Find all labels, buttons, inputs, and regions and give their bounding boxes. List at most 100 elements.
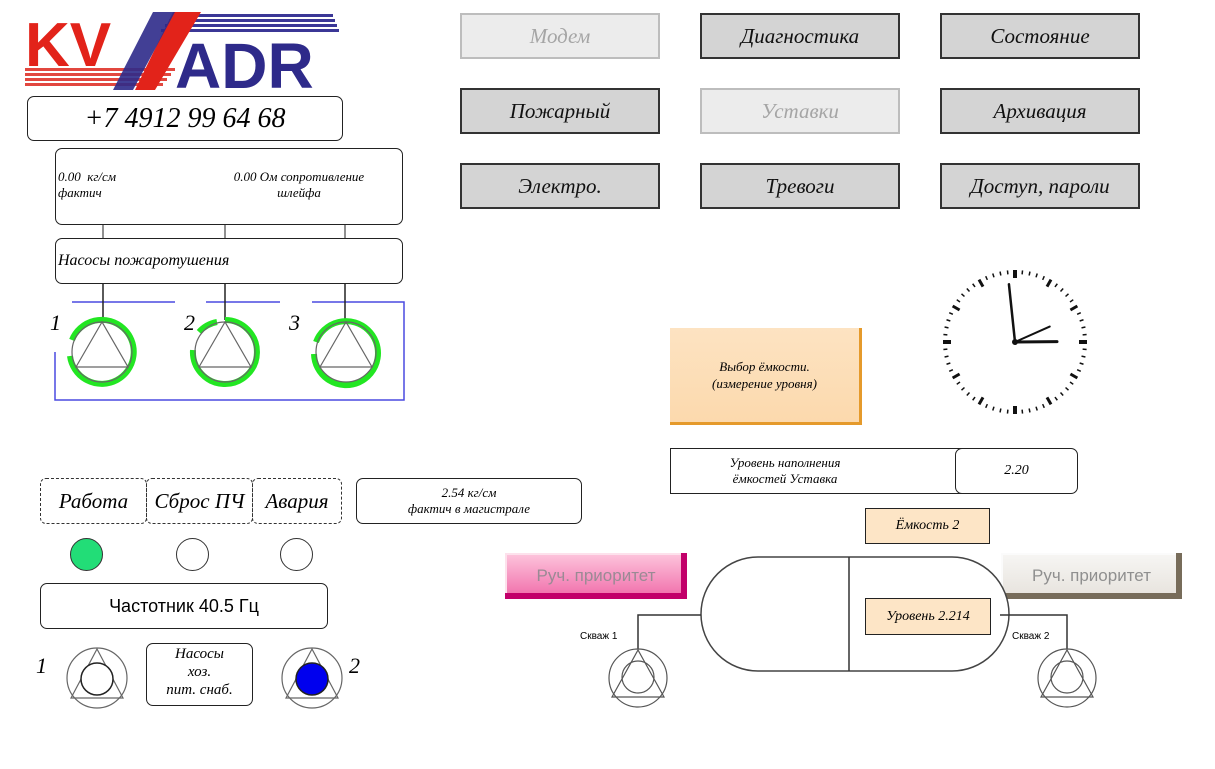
nav-button-modem[interactable]: Модем [460,13,660,59]
household-pump-1[interactable] [65,646,129,710]
clock-minute-tick [956,381,961,385]
logo-text-left: KV [25,11,111,80]
work-lamp [70,538,103,571]
clock-minute-tick [960,386,965,391]
fire-pump-2[interactable] [185,312,265,392]
tank-diagram [608,556,1097,708]
household-pump-2-number: 2 [349,653,360,678]
nav-button-label: Тревоги [765,173,835,198]
clock-minute-tick [944,326,949,329]
tank-level-text: Уровень 2.214 [886,608,970,624]
priority-left-button[interactable]: Руч. приоритет [505,553,687,599]
pump-run-ring [67,316,137,387]
well-1-label: Скваж 1 [580,631,618,642]
clock-minute-tick [1069,299,1074,303]
setpoint-label-line1: Уровень наполнения [729,455,841,470]
clock-center [1012,339,1018,345]
clock-minute-tick [972,283,976,288]
tank-select-button[interactable]: Выбор ёмкости. (измерение уровня) [670,328,862,425]
status-label-alarm: Авария [252,478,342,524]
nav-button-fire[interactable]: Пожарный [460,88,660,134]
clock-minute-tick [985,403,989,409]
clock-minute-tick [1035,273,1038,278]
well-pump-1[interactable] [608,648,668,708]
clock-minute-tick [1079,319,1084,322]
clock-minute-tick [1054,396,1058,401]
nav-button-label: Состояние [990,23,1090,48]
tank-name-label: Ёмкость 2 [865,508,990,544]
pump-icon [74,320,130,368]
well-pump-2[interactable] [1037,648,1097,708]
fire-pumps-title-box: Насосы пожаротушения [55,238,403,284]
nav-button-alarms[interactable]: Тревоги [700,163,900,209]
nav-button-label: Архивация [993,98,1087,123]
priority-left-label: Руч. приоритет [536,566,656,585]
reset-lamp [176,538,209,571]
level-setpoint-value: 2.20 [1004,463,1029,478]
main-pressure-value: 2.54 кг/см [441,485,497,500]
clock-hour-tick [1045,396,1053,406]
tank-shape [700,556,1010,672]
fire-pressure-unit: кг/см [87,169,117,184]
nav-button-label: Уставки [761,98,839,123]
clock-minute-hand [1007,283,1017,344]
clock-minute-tick [1079,362,1084,365]
nav-button-archive[interactable]: Архивация [940,88,1140,134]
nav-button-setpoints[interactable]: Уставки [700,88,900,134]
clock-minute-tick [1041,403,1045,409]
clock-minute-tick [1065,293,1070,298]
pump-icon [318,320,374,368]
household-pumps-title-box: Насосы хоз. пит. снаб. [146,643,253,706]
alarm-lamp [280,538,313,571]
clock-minute-tick [1059,287,1064,292]
clock-minute-tick [992,273,995,278]
nav-button-diagnostics[interactable]: Диагностика [700,13,900,59]
fire-pressure-value: 0.00 [58,169,81,184]
household-title-line3: пит. снаб. [166,682,233,698]
clock-minute-tick [972,396,976,401]
nav-grid: Модем Диагностика Состояние Пожарный Уст… [460,13,1140,210]
fire-pump-3[interactable] [306,312,386,392]
fire-pump-1[interactable] [62,312,142,392]
pump-state-indicator [295,662,329,696]
clock-minute-tick [999,408,1002,413]
fire-pumps-diagram [54,225,405,401]
clock-minute-tick [956,299,961,303]
frequency-box: Частотник 40.5 Гц [40,583,328,629]
clock-minute-tick [1076,368,1082,372]
priority-right-button[interactable]: Руч. приоритет [1001,553,1182,599]
fire-pump-2-number: 2 [184,310,195,335]
clock-minute-tick [1054,283,1058,288]
clock-minute-tick [966,392,971,397]
nav-button-electro[interactable]: Электро. [460,163,660,209]
level-setpoint-input[interactable]: 2.20 [955,448,1078,494]
company-logo: KV ADR [25,8,340,102]
nav-button-status[interactable]: Состояние [940,13,1140,59]
fire-pressure-label: фактич [58,185,102,200]
clock-minute-tick [992,406,995,411]
clock-minute-tick [946,362,951,365]
nav-button-access[interactable]: Доступ, пароли [940,163,1140,209]
clock-minute-tick [1065,386,1070,391]
pump-icon [197,320,253,368]
clock-hour-tick [951,372,961,380]
nav-button-label: Пожарный [509,98,611,123]
household-pump-1-number: 1 [36,653,47,678]
clock-minute-tick [1081,355,1086,358]
loop-resistance-label: шлейфа [277,185,321,200]
nav-button-label: Электро. [518,173,602,198]
logo-graphic: KV ADR [25,11,339,102]
frequency-label: Частотник 40.5 Гц [109,595,259,616]
clock-minute-tick [966,287,971,292]
clock-minute-tick [948,312,954,316]
clock-minute-tick [944,355,949,358]
nav-button-label: Диагностика [740,23,860,48]
main-pressure-box: 2.54 кг/см фактич в магистрале [356,478,582,524]
setpoint-label-line2: ёмкостей Уставка [732,471,838,486]
clock-minute-tick [1069,381,1074,385]
clock-minute-tick [960,293,965,298]
clock-second-hand [1014,325,1051,343]
status-label-work: Работа [40,478,147,524]
loop-resistance-reading: 0.00 Ом сопротивление шлейфа [214,169,384,201]
household-pump-2[interactable] [280,646,344,710]
